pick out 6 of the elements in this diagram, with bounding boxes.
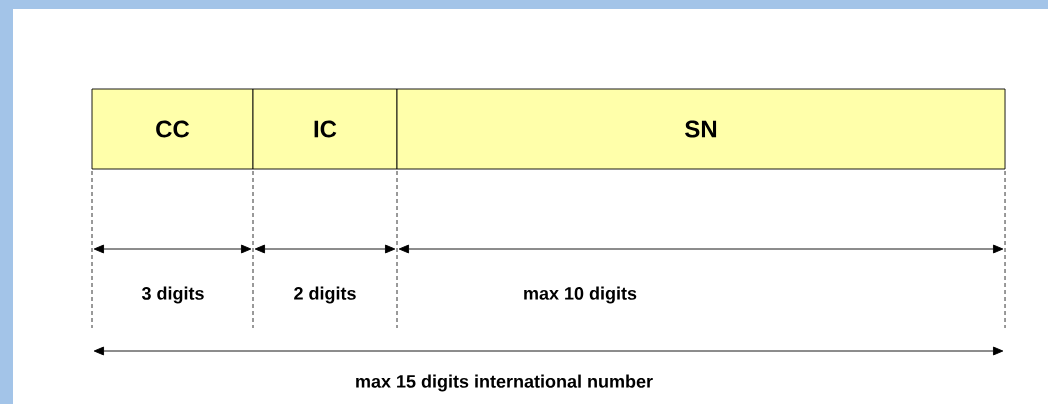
dimension-label: max 10 digits [524,286,637,304]
dimension-label: 2 digits [294,286,356,304]
dimension-label: 3 digits [141,286,204,304]
field-box: CC [91,88,254,170]
field-box: IC [252,88,398,170]
dimension-label: max 15 digits international number [356,374,653,392]
